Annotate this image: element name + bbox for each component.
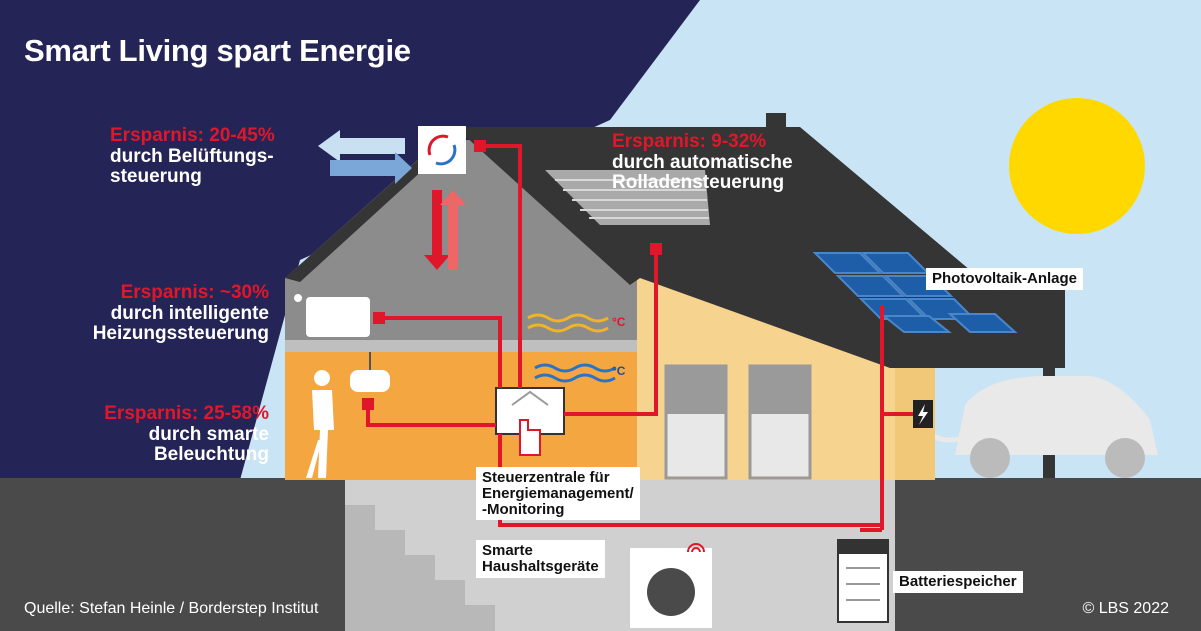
savings-shutters-line2: Rolladensteuerung xyxy=(612,172,785,194)
tap-hand-icon xyxy=(519,419,541,456)
savings-ventilation: Ersparnis: 20-45% durch Belüftungs- steu… xyxy=(110,125,275,188)
battery-icon xyxy=(837,539,889,623)
savings-shutters-amount: Ersparnis: 9-32% xyxy=(612,131,767,152)
savings-ventilation-line2: steuerung xyxy=(110,166,202,188)
wifi-icon-appliance xyxy=(687,543,705,553)
temp-unit-cold: °C xyxy=(612,364,626,378)
pv-label: Photovoltaik-Anlage xyxy=(926,268,1084,290)
battery-label: Batteriespeicher xyxy=(893,571,1023,593)
appliances-label: Smarte Haushaltsgeräte xyxy=(476,540,605,578)
chimney xyxy=(766,113,786,133)
sun-icon xyxy=(1009,98,1145,234)
car-wheel-rear xyxy=(1105,438,1145,478)
control-center-line3: -Monitoring xyxy=(482,500,565,518)
temp-unit-warm: °C xyxy=(612,315,626,329)
ventilation-unit xyxy=(418,126,466,174)
savings-lighting-line1: durch smarte xyxy=(148,423,269,445)
appliances-line1: Smarte xyxy=(482,542,533,559)
person-icon xyxy=(306,370,334,478)
control-center-display xyxy=(495,387,565,435)
control-wiring xyxy=(366,144,913,532)
savings-heating: Ersparnis: ~30% durch intelligente Heizu… xyxy=(92,282,269,345)
electric-car-icon xyxy=(955,376,1158,455)
savings-ventilation-line1: durch Belüftungs- xyxy=(110,145,274,167)
window-shutters xyxy=(664,364,812,480)
basement-stairs xyxy=(345,480,495,631)
control-center-label: Steuerzentrale für Energiemanagement/ -M… xyxy=(476,467,640,521)
heat-waves-warm xyxy=(527,313,609,333)
savings-shutters-line1: durch automatische xyxy=(612,151,793,173)
savings-ventilation-amount: Ersparnis: 20-45% xyxy=(110,125,275,146)
lightning-icon xyxy=(918,404,928,425)
roof-window-slats xyxy=(555,179,709,219)
control-center-line1: Steuerzentrale für xyxy=(482,469,610,486)
smart-lamp-icon xyxy=(350,352,390,392)
roof-window-shutter xyxy=(545,170,710,225)
savings-heating-line2: Heizungssteuerung xyxy=(92,323,269,345)
airflow-arrows xyxy=(318,130,466,270)
copyright: © LBS 2022 xyxy=(1082,600,1169,617)
savings-shutters: Ersparnis: 9-32% durch automatische Roll… xyxy=(612,131,793,194)
savings-heating-amount: Ersparnis: ~30% xyxy=(120,282,269,303)
savings-lighting-line2: Beleuchtung xyxy=(153,444,269,466)
savings-heating-line1: durch intelligente xyxy=(110,302,269,324)
ventilation-cycle-icon-blue xyxy=(435,144,457,166)
source-credit: Quelle: Stefan Heinle / Borderstep Insti… xyxy=(24,600,319,617)
control-center-line2: Energiemanagement/ xyxy=(482,484,634,502)
ventilation-cycle-icon xyxy=(427,134,449,156)
heat-waves-cold xyxy=(534,363,616,383)
radiator-icon xyxy=(294,294,370,337)
floor-slab xyxy=(285,340,637,352)
washing-machine-icon xyxy=(630,548,712,628)
savings-lighting: Ersparnis: 25-58% durch smarte Beleuchtu… xyxy=(104,403,269,466)
night-sky xyxy=(0,0,700,480)
attic xyxy=(285,140,637,345)
savings-lighting-amount: Ersparnis: 25-58% xyxy=(104,403,269,424)
appliances-line2: Haushaltsgeräte xyxy=(482,557,599,575)
home-screen-icon xyxy=(511,390,549,406)
page-title: Smart Living spart Energie xyxy=(24,33,411,68)
wiring-endpoints xyxy=(362,140,662,410)
car-wheel-front xyxy=(970,438,1010,478)
solar-panels xyxy=(812,252,1018,333)
